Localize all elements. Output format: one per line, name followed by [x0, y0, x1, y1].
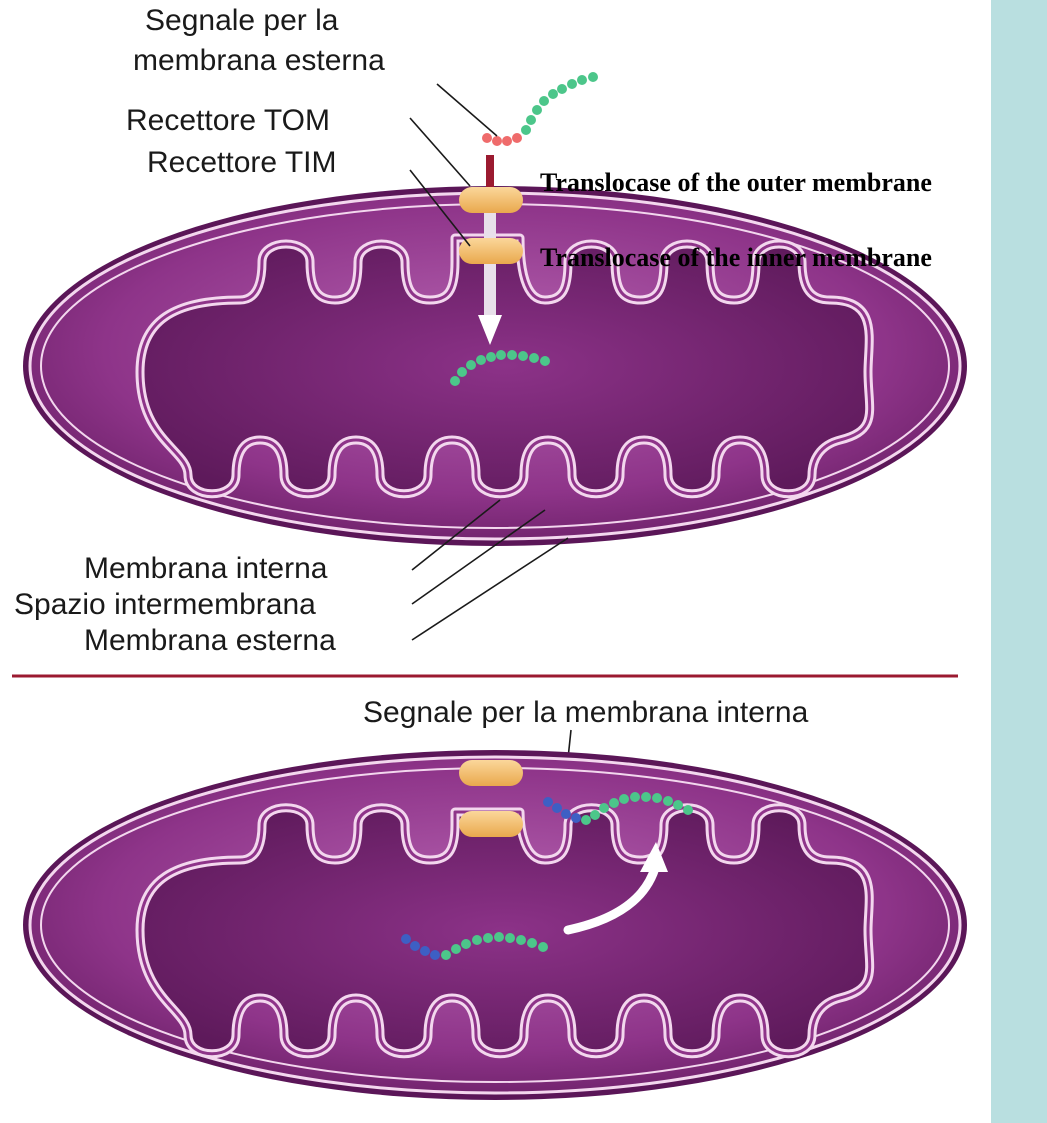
mitochondrion-top [23, 72, 967, 546]
inner-membrane-label: Membrana interna [84, 552, 328, 585]
intermembrane-space-label: Spazio intermembrana [14, 588, 316, 621]
tom-description: Translocase of the outer membrane [540, 168, 932, 197]
tom-translocase-bottom [459, 760, 523, 786]
mitochondrion-bottom [23, 750, 967, 1100]
tom-receptor-label: Recettore TOM [126, 104, 330, 137]
tom-translocase [459, 187, 523, 213]
signal-inner-label: Segnale per la membrana interna [363, 696, 809, 729]
outer-membrane-label: Membrana esterna [84, 624, 336, 657]
signal-outer-label-line1: Segnale per la [145, 4, 339, 37]
tim-receptor-label: Recettore TIM [147, 146, 337, 179]
signal-outer-label-line2: membrana esterna [133, 44, 385, 77]
outer-membrane-leader [412, 538, 568, 640]
tim-translocase [459, 238, 523, 264]
tom-leader [410, 118, 470, 186]
tim-translocase-bottom [459, 811, 523, 837]
signal-outer-leader [437, 84, 497, 136]
tim-description: Translocase of the inner membrane [540, 243, 932, 272]
outer-signal-protein-chain [482, 72, 598, 146]
